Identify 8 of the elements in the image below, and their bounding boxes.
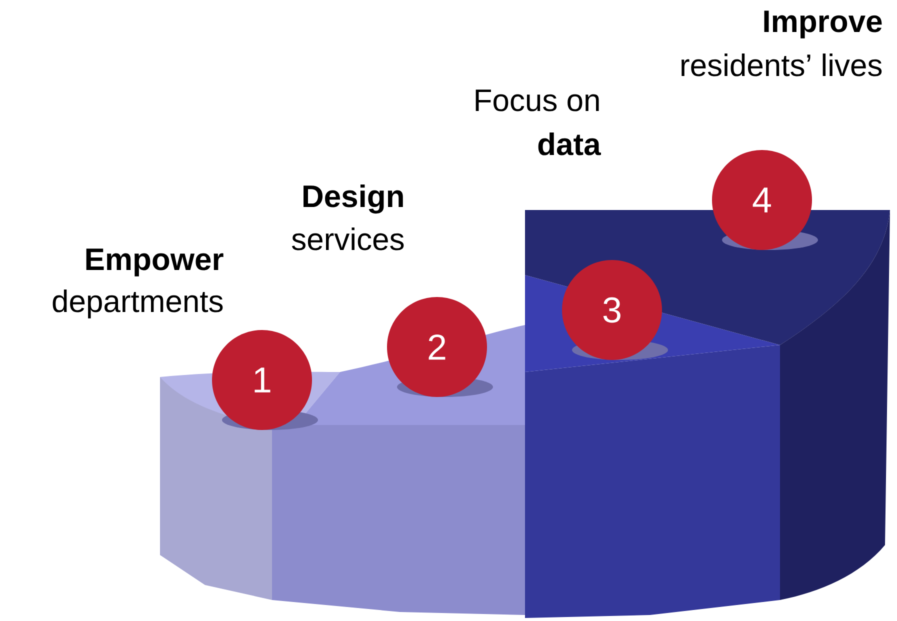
step-heading: Improve	[764, 10, 882, 38]
step-text: Focus on	[476, 90, 599, 112]
step-heading: data	[538, 132, 601, 156]
step-heading: Empower	[86, 248, 224, 276]
step-heading: Design	[304, 184, 403, 214]
step-text: departments	[52, 290, 223, 318]
step-text: services	[292, 228, 404, 250]
step-text: residents’ lives	[682, 54, 882, 76]
